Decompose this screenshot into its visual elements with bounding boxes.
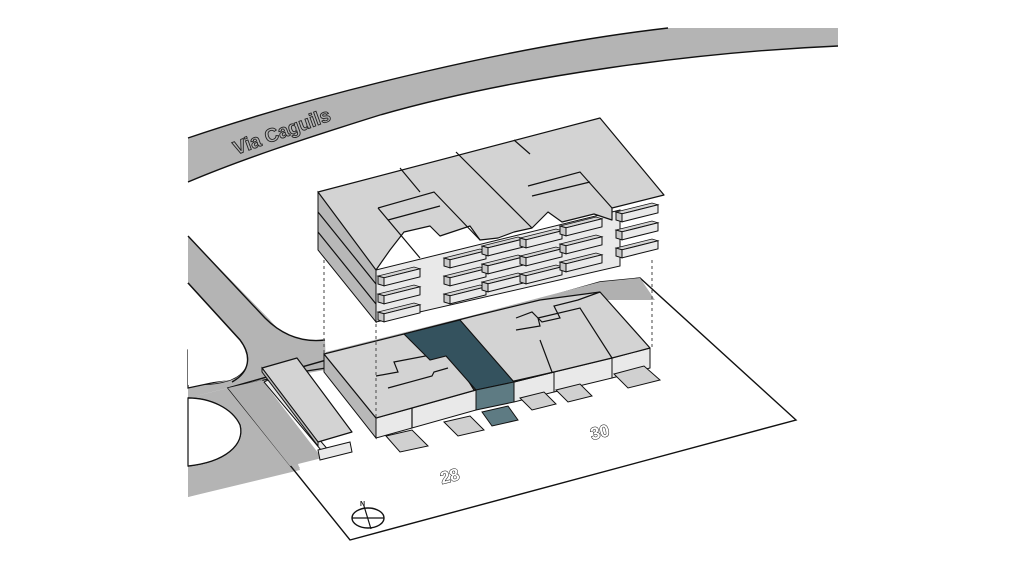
balcony-front: [525, 230, 563, 249]
balcony-front: [621, 222, 659, 241]
balcony-side: [443, 293, 451, 305]
ground-block: [323, 291, 662, 453]
balcony-side: [519, 255, 527, 267]
balcony-front: [621, 204, 659, 223]
balcony-side: [377, 293, 385, 305]
balcony-side: [377, 275, 385, 287]
balcony-side: [615, 229, 623, 241]
balcony-side: [615, 247, 623, 259]
balcony-side: [559, 261, 567, 273]
balcony-side: [519, 273, 527, 285]
balcony-front: [383, 304, 421, 323]
balcony-front: [383, 268, 421, 287]
north-arrow: N: [351, 501, 385, 530]
lot-number-30: 30: [588, 421, 611, 444]
balcony-front: [449, 250, 487, 269]
balcony-side: [519, 237, 527, 249]
north-label: N: [360, 501, 365, 508]
balcony-front: [525, 248, 563, 267]
annex: [228, 357, 353, 466]
balcony-side: [481, 245, 489, 257]
balcony-side: [481, 263, 489, 275]
highlighted-unit: [402, 319, 519, 427]
balcony-front: [565, 236, 603, 255]
balcony-front: [565, 254, 603, 273]
balcony-front: [565, 218, 603, 237]
balcony-side: [559, 243, 567, 255]
lot-number-28: 28: [438, 465, 461, 488]
balcony-front: [525, 266, 563, 285]
balcony-front: [383, 286, 421, 305]
balcony-side: [559, 225, 567, 237]
balcony-side: [481, 281, 489, 293]
balcony-side: [443, 257, 451, 269]
balcony-front: [449, 268, 487, 287]
balcony-front: [621, 240, 659, 259]
balconies: [376, 202, 660, 323]
balcony-side: [377, 311, 385, 323]
balcony-side: [443, 275, 451, 287]
balcony-front: [449, 286, 487, 305]
balcony-side: [615, 211, 623, 223]
